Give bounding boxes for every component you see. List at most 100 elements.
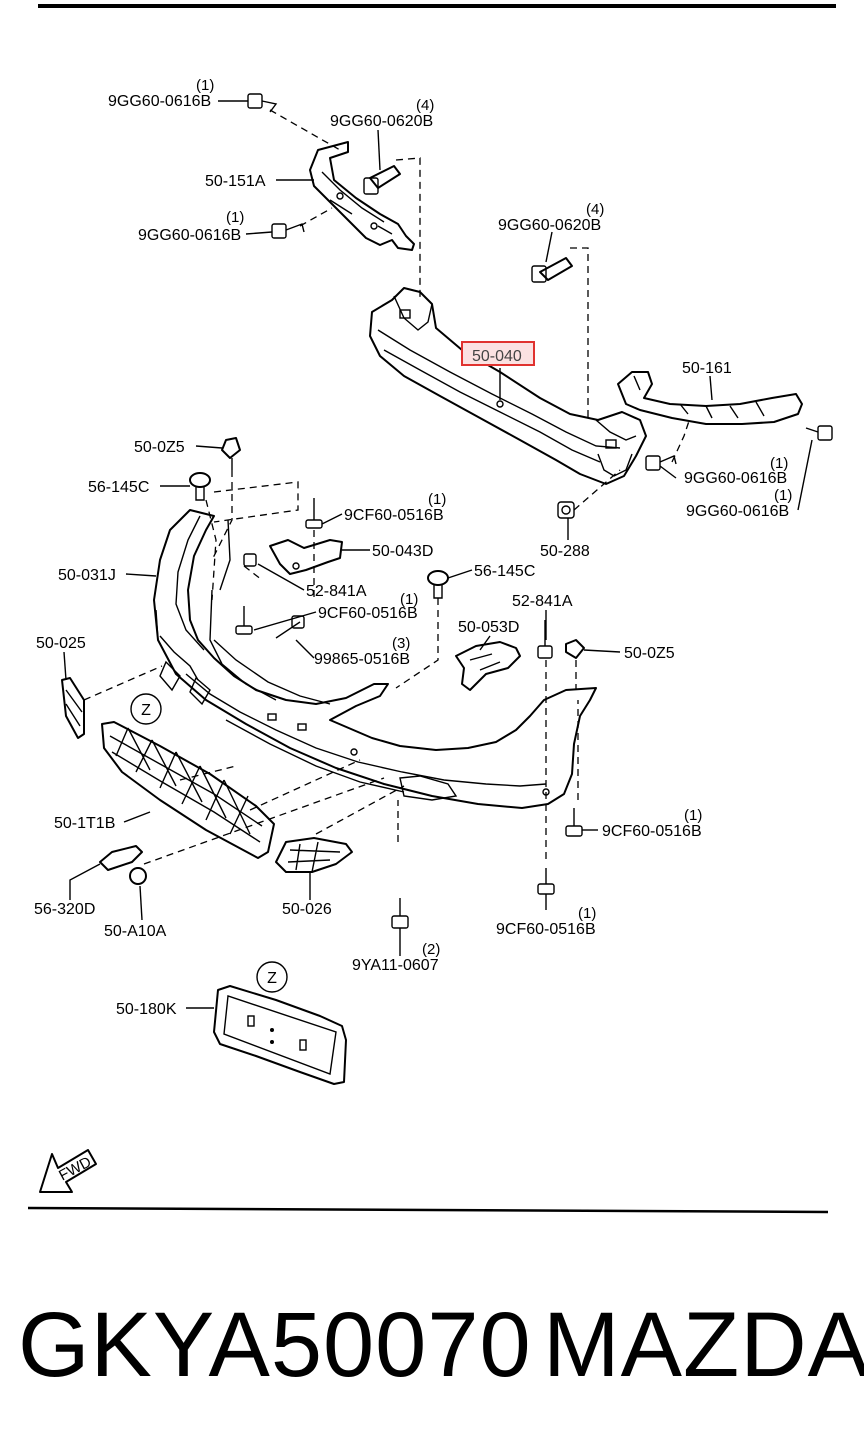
assembly-guide-line: [213, 481, 299, 523]
bolt-icon: [531, 257, 573, 283]
leader-line: [69, 863, 101, 900]
assembly-guide-line: [395, 157, 421, 300]
fog-cover-left-50-025: [61, 677, 85, 739]
leader-line: [123, 811, 151, 823]
part-label: 9GG60-0616B: [108, 93, 211, 110]
screw-icon: [305, 498, 323, 529]
assembly-guide-line: [249, 759, 361, 811]
fwd-arrow-icon: FWD: [39, 1149, 97, 1193]
part-label: (1): [196, 77, 214, 94]
part-label: 9GG60-0616B: [138, 227, 241, 244]
part-label: (2): [422, 941, 440, 958]
part-label: 9CF60-0516B: [318, 605, 418, 622]
assembly-guide-line: [395, 598, 439, 689]
clip-icon: [221, 437, 241, 470]
part-label: 50-1T1B: [54, 815, 115, 832]
leader-line: [659, 465, 677, 479]
leader-line: [545, 231, 553, 263]
assembly-guide-line: [573, 469, 621, 511]
bolt-icon: [363, 165, 401, 195]
assembly-guide-line: [143, 777, 385, 865]
part-label: 9GG60-0620B: [498, 217, 601, 234]
leader-line: [447, 569, 473, 579]
bracket-right-50-161: [617, 371, 803, 425]
bolt-icon: [271, 223, 305, 239]
leader-line: [321, 513, 343, 525]
fastener-icon: [189, 472, 211, 501]
part-label: 50-0Z5: [134, 439, 185, 456]
screw-icon: [537, 868, 555, 895]
callout-z: Z: [130, 693, 162, 725]
fastener-icon: [427, 570, 449, 599]
leader-line: [125, 573, 157, 577]
leader-line: [479, 635, 491, 651]
part-label: 9YA11-0607: [352, 957, 439, 974]
part-label: 9GG60-0616B: [686, 503, 789, 520]
clip-nut-icon: [537, 620, 553, 659]
reinforcement-label: 50-040: [472, 348, 522, 365]
part-label: 50-043D: [372, 543, 433, 560]
assembly-guide-line: [211, 470, 233, 561]
part-label: 50-A10A: [104, 923, 167, 940]
part-label: (1): [400, 591, 418, 608]
part-label: 52-841A: [306, 583, 367, 600]
assembly-guide-line: [243, 565, 263, 581]
part-label: 50-053D: [458, 619, 519, 636]
part-label: 56-145C: [88, 479, 149, 496]
leader-line: [63, 651, 67, 681]
callout-z: Z: [256, 961, 288, 993]
screw-icon: [275, 615, 305, 639]
diagram-bottom-rule: [27, 1206, 829, 1214]
assembly-guide-line: [205, 499, 217, 601]
part-label: Z: [267, 970, 277, 987]
cap-50-A10A: [129, 867, 147, 885]
part-label: (3): [392, 635, 410, 652]
leader-line: [797, 439, 813, 511]
part-label: 50-025: [36, 635, 86, 652]
part-label: 56-145C: [474, 563, 535, 580]
parts-diagram: Z Z FWD (1) 9GG60-0616B (4) 9GG60-0620B …: [27, 4, 836, 1214]
leader-line: [195, 445, 223, 449]
part-label: (1): [774, 487, 792, 504]
nut-icon: [557, 501, 575, 519]
bumper-cover-50-031J: [153, 509, 597, 809]
leader-line: [139, 885, 143, 921]
bolt-icon: [645, 455, 677, 471]
part-label: 99865-0516B: [314, 651, 410, 668]
leader-line: [253, 611, 317, 631]
bracket-center-50-043D: [269, 539, 343, 575]
bracket-right-lower-50-053D: [455, 641, 521, 691]
fog-cover-right-50-026: [275, 837, 353, 873]
part-label: 52-841A: [512, 593, 573, 610]
highlight-box: [461, 341, 535, 366]
part-label: (1): [428, 491, 446, 508]
part-label: 50-180K: [116, 1001, 177, 1018]
part-label: 9CF60-0516B: [496, 921, 596, 938]
assembly-guide-line: [299, 207, 333, 227]
plate-bracket-50-180K: [213, 985, 347, 1085]
grille-50-1T1B: [101, 721, 275, 859]
assembly-guide-line: [570, 247, 589, 420]
part-label: 50-026: [282, 901, 332, 918]
footer: GKYA50070 MAZDA: [0, 1285, 864, 1405]
leader-line: [245, 231, 273, 235]
assembly-guide-line: [315, 785, 405, 835]
part-label: 50-161: [682, 360, 732, 377]
part-label: (4): [416, 97, 434, 114]
part-label: 50-0Z5: [624, 645, 675, 662]
leader-line: [257, 563, 305, 591]
part-label: (1): [684, 807, 702, 824]
assembly-guide-line: [83, 665, 163, 701]
part-label: 50-151A: [205, 173, 266, 190]
screw-icon: [565, 808, 583, 837]
leader-line: [583, 649, 621, 653]
part-label: (1): [770, 455, 788, 472]
bracket-left-50-151A: [309, 141, 415, 251]
part-number: GKYA50070: [18, 1294, 532, 1396]
part-label: (1): [578, 905, 596, 922]
part-label: 9CF60-0516B: [602, 823, 702, 840]
clip-icon: [565, 639, 585, 659]
leader-line: [377, 129, 381, 171]
clip-nut-icon: [243, 553, 257, 567]
screw-icon: [235, 606, 253, 635]
